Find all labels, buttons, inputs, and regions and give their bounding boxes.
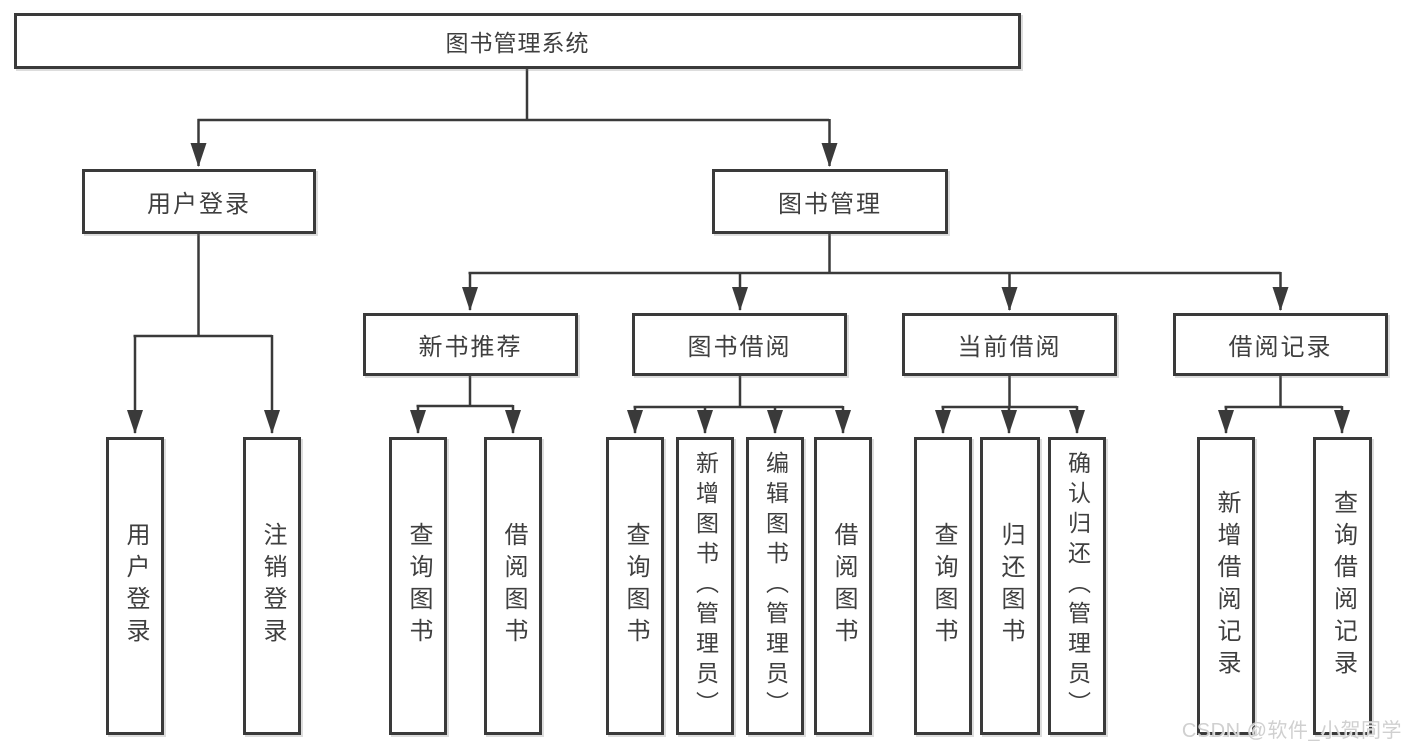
leaf-logout: 注销登录 (243, 437, 301, 735)
leaf-edit-books-admin: 编辑图书（管理员） (746, 437, 804, 735)
node-borrowing-records: 借阅记录 (1173, 313, 1388, 376)
node-current-borrowing: 当前借阅 (902, 313, 1117, 376)
leaf-confirm-return-admin: 确认归还（管理员） (1048, 437, 1106, 735)
leaf-query-books-recommend: 查询图书 (389, 437, 447, 735)
leaf-query-books-borrowing: 查询图书 (606, 437, 664, 735)
leaf-query-borrow-record: 查询借阅记录 (1313, 437, 1372, 735)
leaf-return-books: 归还图书 (980, 437, 1040, 735)
node-library-management-system: 图书管理系统 (14, 13, 1021, 69)
node-book-management: 图书管理 (712, 169, 948, 234)
node-new-book-recommend: 新书推荐 (363, 313, 578, 376)
node-user-login: 用户登录 (82, 169, 316, 234)
node-book-borrowing: 图书借阅 (632, 313, 847, 376)
csdn-watermark: CSDN @软件_小贺同学 (1181, 720, 1402, 742)
leaf-user-login: 用户登录 (106, 437, 164, 735)
leaf-add-borrow-record: 新增借阅记录 (1197, 437, 1255, 735)
leaf-borrow-books: 借阅图书 (814, 437, 872, 735)
leaf-borrow-books-recommend: 借阅图书 (484, 437, 542, 735)
leaf-query-books-current: 查询图书 (914, 437, 972, 735)
leaf-add-books-admin: 新增图书（管理员） (676, 437, 734, 735)
